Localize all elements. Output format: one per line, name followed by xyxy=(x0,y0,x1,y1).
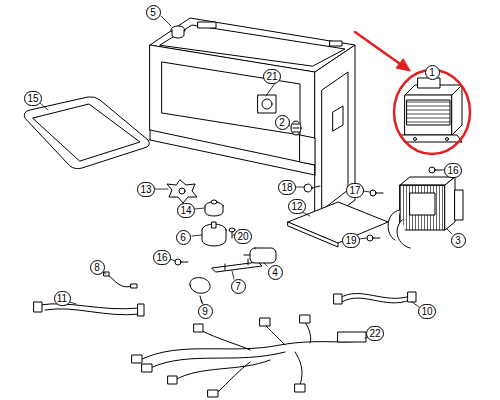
capacitor xyxy=(244,248,276,263)
screw xyxy=(429,167,442,173)
thermal-fuse xyxy=(171,26,185,38)
fuse-holder xyxy=(190,278,210,304)
wire xyxy=(34,302,144,316)
diode xyxy=(291,121,301,135)
leader-lines xyxy=(40,16,452,338)
callout-number: 17 xyxy=(346,183,364,198)
callout-number: 4 xyxy=(268,265,283,280)
callout-number: 6 xyxy=(176,230,191,245)
callout-number: 8 xyxy=(90,260,105,275)
coupler xyxy=(167,180,197,203)
callout-number: 5 xyxy=(146,5,161,20)
callout-number: 7 xyxy=(231,279,246,294)
screw xyxy=(304,184,320,192)
roller xyxy=(205,200,223,216)
screw xyxy=(370,190,383,196)
callout-number: 20 xyxy=(234,229,252,244)
turntable-motor xyxy=(202,222,226,246)
callout-number: 14 xyxy=(177,203,195,218)
callout-number: 16 xyxy=(444,163,462,178)
callout-number: 13 xyxy=(137,182,155,197)
callout-number: 11 xyxy=(54,291,71,306)
magnetron xyxy=(400,78,462,142)
callout-number: 12 xyxy=(288,199,306,214)
wire-harness xyxy=(132,315,366,397)
wire xyxy=(104,272,137,288)
glass-tray xyxy=(24,97,149,169)
callout-number: 10 xyxy=(418,304,436,319)
callout-number: 15 xyxy=(24,91,42,106)
callout-number: 16 xyxy=(153,250,171,265)
callout-number: 2 xyxy=(275,115,290,130)
callout-number: 1 xyxy=(425,65,440,80)
callout-number: 9 xyxy=(198,304,213,319)
callout-number: 18 xyxy=(278,180,296,195)
chassis xyxy=(150,18,355,230)
callout-number: 3 xyxy=(451,233,466,248)
highlight xyxy=(355,32,470,154)
callout-number: 19 xyxy=(342,233,360,248)
callout-number: 22 xyxy=(366,326,384,341)
callout-number: 21 xyxy=(263,69,281,84)
screw xyxy=(367,235,380,241)
screw xyxy=(175,259,188,265)
cable xyxy=(334,292,416,304)
